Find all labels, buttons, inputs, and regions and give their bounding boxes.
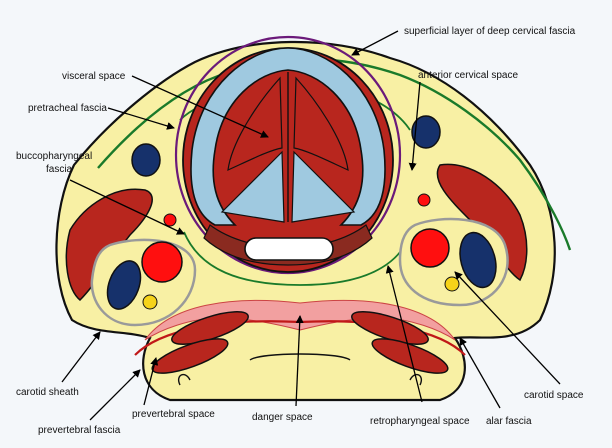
left-vagus-nerve: [143, 295, 157, 309]
label-superficial-layer: superficial layer of deep cervical fasci…: [404, 26, 576, 37]
arrow-superficial-layer: [352, 31, 398, 55]
right-vagus-nerve: [445, 277, 459, 291]
label-buccopharyngeal-fascia-line1: buccopharyngeal: [16, 151, 92, 162]
label-alar-fascia: alar fascia: [486, 416, 532, 427]
label-prevertebral-space: prevertebral space: [132, 409, 215, 420]
label-retropharyngeal-space: retropharyngeal space: [370, 416, 470, 427]
label-prevertebral-fascia: prevertebral fascia: [38, 425, 121, 436]
label-carotid-space: carotid space: [524, 390, 584, 401]
arrow-alar-fascia: [460, 338, 500, 408]
right-carotid-artery: [411, 229, 449, 267]
left-anterior-jugular-vein: [132, 144, 160, 176]
label-visceral-space: visceral space: [62, 71, 126, 82]
arrow-carotid-sheath: [62, 332, 100, 382]
esophageal-lumen: [245, 238, 333, 260]
label-buccopharyngeal-fascia-line2: fascia: [46, 164, 73, 175]
right-small-vessel: [418, 194, 430, 206]
label-carotid-sheath: carotid sheath: [16, 387, 79, 398]
label-danger-space: danger space: [252, 412, 313, 423]
left-carotid-artery: [142, 242, 182, 282]
left-small-vessel: [164, 214, 176, 226]
label-anterior-cervical-space: anterior cervical space: [418, 70, 518, 81]
label-pretracheal-fascia: pretracheal fascia: [28, 103, 107, 114]
